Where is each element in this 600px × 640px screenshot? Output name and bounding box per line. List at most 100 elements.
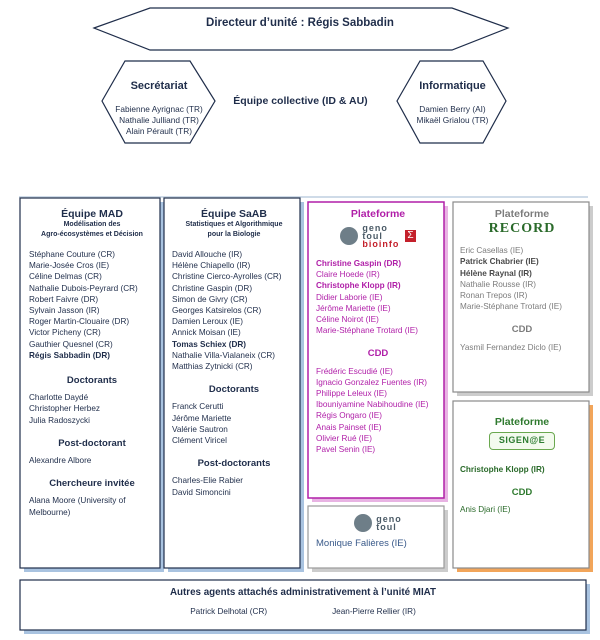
saab-member: Christine Cierco-Ayrolles (CR) (172, 272, 282, 282)
bioinfo-member: Christophe Klopp (IR) (316, 281, 401, 291)
mad-title: Équipe MAD (61, 208, 123, 220)
bioinfo-cdd: Ibouniyamine Nabihoudine (IE) (316, 400, 429, 410)
mad-member: Nathalie Dubois-Peyrard (CR) (29, 283, 138, 293)
others-title: Autres agents attachés administrativemen… (169, 587, 437, 598)
logo-word: toul (376, 522, 397, 532)
record-logo-text: RECORD (488, 221, 556, 236)
mad-member: Céline Delmas (CR) (29, 272, 102, 282)
others-box (19, 579, 587, 631)
secretariat-title: Secrétariat (130, 80, 188, 92)
bioinfo-member: Céline Noirot (IE) (316, 315, 379, 325)
collective-title: Équipe collective (ID & AU) (233, 95, 368, 107)
record-member: Marie-Stéphane Trotard (IE) (460, 302, 562, 312)
sigenae-box (452, 400, 590, 569)
mad-guest: Alana Moore (University of (29, 496, 126, 506)
saab-member: Christine Gaspin (DR) (172, 283, 253, 293)
mad-subtitle: Agro-écosystèmes et Décision (41, 230, 143, 238)
record-cdd: Yasmil Fernandez Diclo (IE) (460, 342, 562, 352)
mad-column: Équipe MAD Modélisation des Agro-écosyst… (29, 208, 155, 518)
sigenae-cdd: Anis Djari (IE) (460, 505, 511, 515)
bioinfo-member: Jérôme Mariette (IE) (316, 303, 391, 313)
record-column: Plateforme RECORD Eric Casellas (IE) Pat… (460, 208, 584, 353)
mad-box (19, 197, 161, 569)
saab-postdoc-title: Post-doctorants (197, 458, 271, 470)
saab-member: Matthias Zytnicki (CR) (172, 362, 253, 372)
bioinfo-member: Marie-Stéphane Trotard (IE) (316, 326, 418, 336)
saab-doctorants-title: Doctorants (208, 384, 260, 396)
record-member: Nathalie Rousse (IR) (460, 279, 536, 289)
informatique-block: Informatique Damien Berry (AI) Mikaël Gr… (405, 80, 500, 126)
mad-guest: Melbourne) (29, 507, 71, 517)
saab-doctorant: Franck Cerutti (172, 402, 224, 412)
others-member: Jean-Pierre Rellier (IR) (332, 607, 416, 616)
saab-postdoc: Charles-Elie Rabier (172, 476, 243, 486)
saab-member: David Allouche (IR) (172, 250, 243, 259)
secretariat-member: Fabienne Ayrignac (TR) (115, 104, 203, 114)
record-member: Eric Casellas (IE) (460, 246, 524, 256)
mad-doctorants-title: Doctorants (66, 375, 118, 387)
bioinfo-cdd: Olivier Rué (IE) (316, 433, 372, 443)
mad-guest-title: Chercheure invitée (49, 478, 135, 490)
bioinfo-cdd-title: CDD (367, 348, 389, 360)
genotoul-logo: geno toul (316, 514, 440, 532)
sigenae-logo: SIGEN@E (489, 432, 555, 450)
sigenae-member: Christophe Klopp (IR) (460, 465, 545, 474)
record-title: Plateforme (494, 208, 550, 220)
saab-member: Georges Katsirelos (CR) (172, 306, 262, 316)
genotoul-column: geno toul Monique Falières (IE) (316, 512, 440, 549)
saab-column: Équipe SaAB Statistiques et Algorithmiqu… (172, 208, 296, 498)
bioinfo-member: Christine Gaspin (DR) (316, 259, 402, 268)
informatique-hexagon (396, 60, 507, 144)
secretariat-hexagon (101, 60, 216, 144)
informatique-title: Informatique (419, 80, 486, 92)
saab-box (163, 197, 301, 569)
mad-member: Stéphane Couture (CR) (29, 250, 116, 259)
secretariat-member: Nathalie Julliand (TR) (119, 115, 199, 125)
bioinfo-cdd: Ignacio Gonzalez Fuentes (IR) (316, 377, 428, 387)
saab-postdoc: David Simoncini (172, 487, 231, 497)
director-prefix: Directeur d’unité : (206, 17, 305, 29)
logo-word: bioinfo (362, 239, 400, 249)
logo-word: toul (362, 231, 383, 241)
director-name: Régis Sabbadin (307, 17, 394, 29)
saab-member: Nathalie Villa-Vialaneix (CR) (172, 350, 275, 360)
bioinfo-cdd: Philippe Leleux (IE) (316, 389, 387, 399)
record-cdd-title: CDD (511, 324, 533, 336)
genotoul-member: Monique Falières (IE) (316, 538, 407, 549)
mad-postdoc-title: Post-doctorant (58, 437, 126, 449)
genotoul-logo-icon (354, 514, 373, 532)
informatique-member: Mikaël Grialou (TR) (416, 115, 489, 125)
mad-doctorant: Charlotte Daydé (29, 393, 89, 403)
others-names: Patrick Delhotal (CR) Jean-Pierre Rellie… (20, 607, 586, 616)
record-member: Patrick Chabrier (IE) (460, 257, 539, 267)
saab-member: Hélène Chiapello (IR) (172, 261, 251, 271)
sigenae-column: Plateforme SIGEN@E Christophe Klopp (IR)… (460, 416, 584, 516)
saab-doctorant: Jérôme Mariette (172, 413, 232, 423)
bioinfo-member: Didier Laborie (IE) (316, 292, 383, 302)
logo-word: geno (376, 514, 402, 524)
record-member: Ronan Trepos (IR) (460, 291, 528, 301)
bioinfo-cdd: Régis Ongaro (IE) (316, 411, 382, 421)
mad-subtitle: Modélisation des (63, 221, 121, 228)
others-member: Patrick Delhotal (CR) (190, 607, 268, 616)
bioinfo-title: Plateforme (350, 208, 406, 220)
mad-member: Régis Sabbadin (DR) (29, 350, 110, 360)
record-member: Hélène Raynal (IR) (460, 268, 532, 278)
saab-member: Damien Leroux (IE) (172, 317, 243, 327)
mad-member: Victor Picheny (CR) (29, 328, 101, 338)
saab-doctorant: Clément Viricel (172, 436, 227, 446)
mad-doctorant: Julia Radoszycki (29, 415, 90, 425)
bioinfo-cdd: Frédéric Escudié (IE) (316, 366, 393, 376)
bioinfo-cdd: Pavel Senin (IE) (316, 445, 376, 455)
mad-member: Marie-Josée Cros (IE) (29, 261, 110, 271)
informatique-member: Damien Berry (AI) (419, 104, 486, 114)
genotoul-box (307, 505, 445, 569)
record-logo: RECORD (460, 221, 584, 236)
mad-member: Roger Martin-Clouaire (DR) (29, 317, 130, 327)
bioinfo-cdd: Anais Painset (IE) (316, 422, 382, 432)
mad-member: Robert Faivre (DR) (29, 294, 99, 304)
mad-postdoc: Alexandre Albore (29, 456, 92, 466)
director-banner (92, 7, 510, 51)
secretariat-block: Secrétariat Fabienne Ayrignac (TR) Natha… (110, 80, 208, 137)
